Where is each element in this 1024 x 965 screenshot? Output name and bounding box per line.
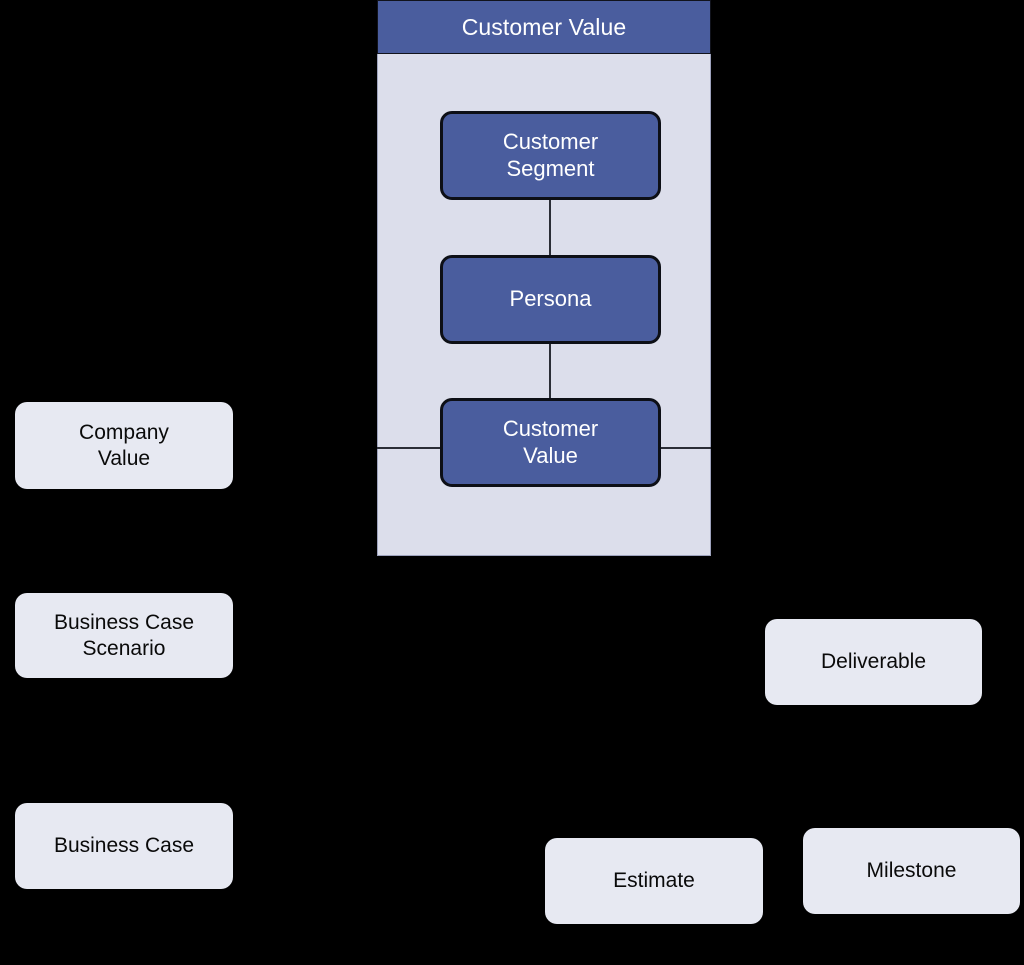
edge-persona-to-customer-value — [549, 344, 551, 398]
node-customer-segment[interactable]: Customer Segment — [440, 111, 661, 200]
edge-customer-value-left — [377, 447, 440, 449]
node-business-case[interactable]: Business Case — [15, 803, 233, 889]
customer-value-group-header-label: Customer Value — [461, 13, 627, 40]
node-customer-value[interactable]: Customer Value — [440, 398, 661, 487]
node-customer-value-label: Customer Value — [502, 416, 599, 468]
node-company-value-label: Company Value — [79, 421, 169, 470]
node-estimate-label: Estimate — [613, 869, 695, 893]
node-deliverable[interactable]: Deliverable — [765, 619, 982, 705]
node-persona-label: Persona — [509, 286, 592, 312]
node-milestone-label: Milestone — [866, 859, 957, 883]
node-milestone[interactable]: Milestone — [803, 828, 1020, 914]
node-business-case-label: Business Case — [53, 834, 195, 858]
node-customer-segment-label: Customer Segment — [502, 129, 599, 181]
node-deliverable-label: Deliverable — [820, 650, 927, 674]
edge-customer-value-right — [661, 447, 711, 449]
node-company-value[interactable]: Company Value — [15, 402, 233, 489]
customer-value-group-header[interactable]: Customer Value — [377, 0, 711, 54]
node-business-case-scenario[interactable]: Business Case Scenario — [15, 593, 233, 678]
node-persona[interactable]: Persona — [440, 255, 661, 344]
edge-customer-segment-to-persona — [549, 200, 551, 255]
node-business-case-scenario-label: Business Case Scenario — [53, 611, 195, 660]
node-estimate[interactable]: Estimate — [545, 838, 763, 924]
